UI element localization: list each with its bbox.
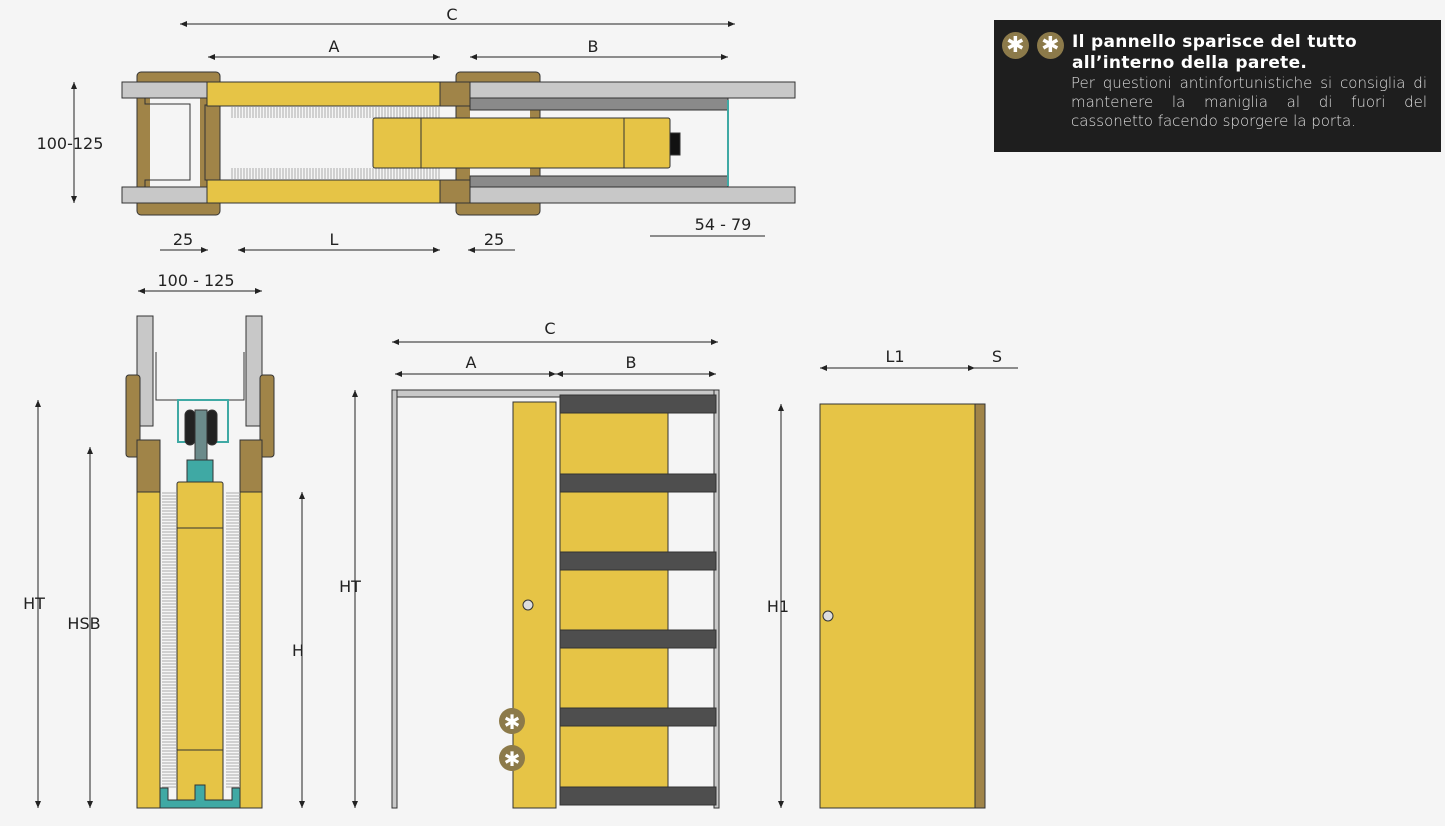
frame-crossbar xyxy=(559,707,717,727)
plan-dim-a: A xyxy=(329,37,340,56)
elevation-dim-b: B xyxy=(626,353,637,372)
frame-crossbar xyxy=(559,551,717,571)
elevation-dim-c: C xyxy=(544,319,555,338)
wall-left-top xyxy=(121,81,208,99)
elevation-dim-a: A xyxy=(466,353,477,372)
plan-view xyxy=(121,71,796,216)
door-panel-plan xyxy=(372,117,671,169)
frame-crossbar xyxy=(559,786,717,806)
carriage xyxy=(186,459,214,483)
door-edge xyxy=(974,403,986,809)
info-box: ✱ ✱ Il pannello sparisce del tutto all’i… xyxy=(994,20,1441,152)
section-view xyxy=(125,315,275,809)
info-title-line2: all’interno della parete. xyxy=(1072,53,1308,73)
asterisk-icon: ✱ xyxy=(504,747,521,771)
elevation-dim-ht: HT xyxy=(339,577,361,596)
plan-dim-left: 25 xyxy=(173,230,193,249)
elevation-view xyxy=(391,389,720,809)
plan-dim-wall: 100-125 xyxy=(37,134,104,153)
frame-crossbar xyxy=(559,629,717,649)
plan-dim-right: 25 xyxy=(484,230,504,249)
door-leaf-view xyxy=(819,403,986,809)
door-handle xyxy=(822,610,834,622)
section-dim-hsb: HSB xyxy=(67,614,100,633)
plan-dim-offset: 54 - 79 xyxy=(695,215,752,234)
floor-guide xyxy=(159,784,241,809)
info-body: Per questioni antinfortunistiche si cons… xyxy=(1071,74,1427,130)
rail-bottom xyxy=(469,175,729,188)
plan-dim-b: B xyxy=(588,37,599,56)
door-panel-elevation xyxy=(512,401,557,809)
dimension-lines xyxy=(35,21,1018,808)
asterisk-icon: ✱ xyxy=(504,710,521,734)
wall-right-bottom xyxy=(469,186,796,204)
asterisk-icon: ✱ xyxy=(1037,32,1064,59)
plan-dim-c: C xyxy=(446,5,457,24)
frame-bottom xyxy=(206,179,441,204)
plan-dim-l: L xyxy=(330,230,339,249)
info-title-line1: Il pannello sparisce del tutto xyxy=(1072,32,1357,52)
asterisk-icon: ✱ xyxy=(1002,32,1029,59)
frame-crossbar xyxy=(559,473,717,493)
wall-right-top xyxy=(469,81,796,99)
section-dim-wall: 100 - 125 xyxy=(157,271,234,290)
handle-plan xyxy=(669,132,681,156)
frame-crossbar xyxy=(559,394,717,414)
rail-top xyxy=(469,97,729,111)
wall-left-bottom xyxy=(121,186,208,204)
door-dim-l1: L1 xyxy=(885,347,904,366)
frame-top xyxy=(206,81,441,107)
handle-elevation xyxy=(522,599,534,611)
door-panel-section xyxy=(176,481,224,809)
section-dim-ht: HT xyxy=(23,594,45,613)
section-dim-h: H xyxy=(292,641,304,660)
door-dim-h1: H1 xyxy=(767,597,789,616)
asterisk-badge-1 xyxy=(499,708,525,734)
asterisk-badge-2 xyxy=(499,745,525,771)
door-leaf xyxy=(819,403,976,809)
door-dim-s: S xyxy=(992,347,1002,366)
